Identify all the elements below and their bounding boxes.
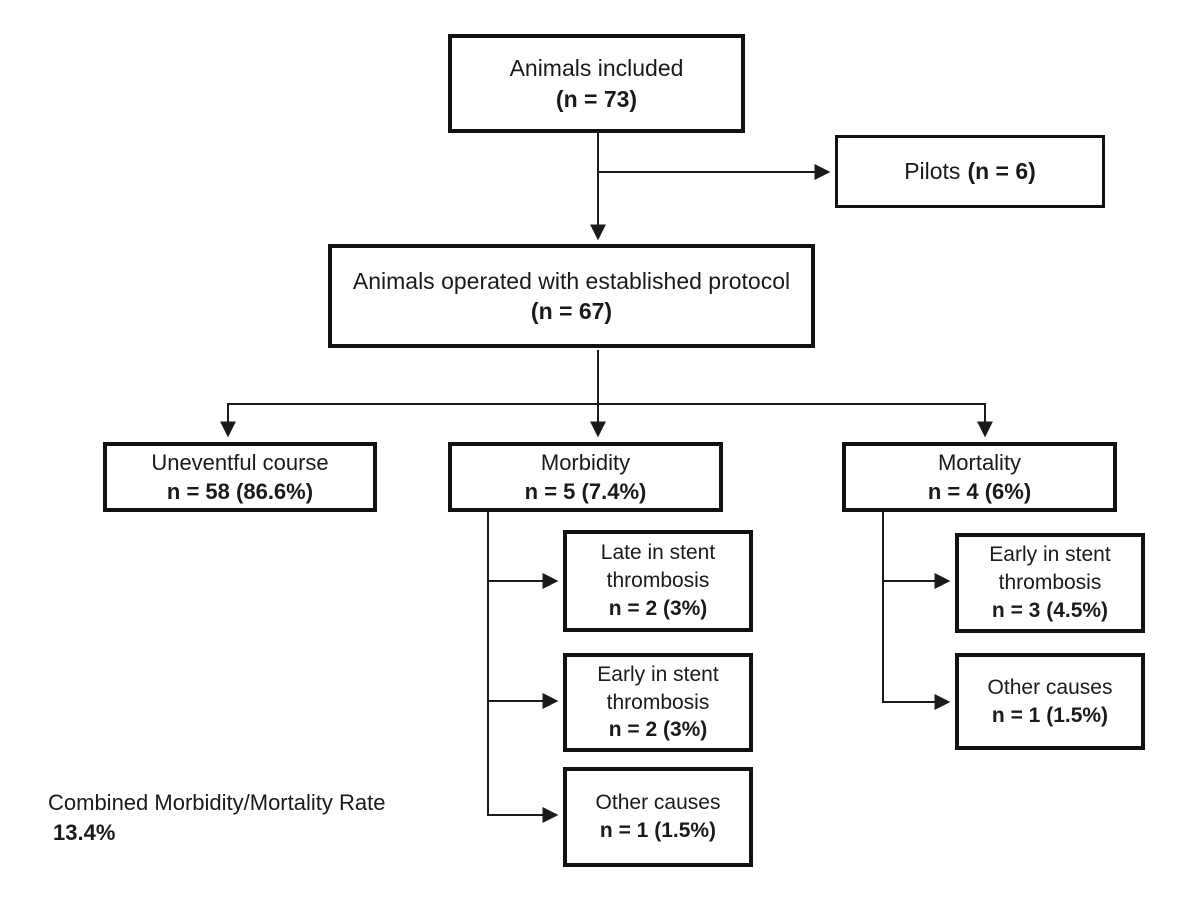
- node-label: Mortality: [937, 449, 1022, 475]
- combined-rate-value: 13.4%: [53, 820, 116, 846]
- node-count: n = 3 (4.5%): [991, 598, 1109, 622]
- node-count: n = 2 (3%): [608, 718, 708, 742]
- node-label: Other causes: [987, 675, 1113, 699]
- node-count: n = 5 (7.4%): [524, 479, 647, 504]
- node-count: n = 1 (1.5%): [991, 703, 1109, 727]
- node-label: Late in stent thrombosis: [600, 541, 716, 593]
- node-label: Pilots: [904, 158, 961, 185]
- node-label: Uneventful course: [151, 449, 329, 475]
- node-count: (n = 67): [530, 298, 613, 324]
- node-count: (n = 73): [555, 85, 638, 112]
- combined-rate-label: Combined Morbidity/Mortality Rate: [48, 790, 386, 815]
- node-morbidity: Morbidity n = 5 (7.4%): [448, 442, 723, 512]
- node-label: Morbidity: [540, 449, 631, 475]
- node-label: Other causes: [595, 791, 721, 815]
- node-mortality-early-stent-thrombosis: Early in stent thrombosis n = 3 (4.5%): [955, 533, 1145, 633]
- node-animals-included: Animals included (n = 73): [448, 34, 745, 133]
- node-pilots: Pilots (n = 6): [835, 135, 1105, 208]
- node-label: Animals operated with established protoc…: [352, 267, 791, 294]
- node-morbidity-other-causes: Other causes n = 1 (1.5%): [563, 767, 753, 867]
- node-animals-operated-protocol: Animals operated with established protoc…: [328, 244, 815, 348]
- node-mortality-other-causes: Other causes n = 1 (1.5%): [955, 653, 1145, 750]
- node-mortality: Mortality n = 4 (6%): [842, 442, 1117, 512]
- node-count: n = 1 (1.5%): [599, 819, 717, 842]
- node-label: Early in stent thrombosis: [597, 662, 719, 714]
- node-label: Early in stent thrombosis: [989, 543, 1111, 595]
- node-count: n = 2 (3%): [608, 596, 708, 620]
- node-label: Animals included: [509, 55, 684, 82]
- node-morbidity-late-stent-thrombosis: Late in stent thrombosis n = 2 (3%): [563, 530, 753, 632]
- node-count: (n = 6): [967, 158, 1036, 185]
- node-count: n = 4 (6%): [927, 479, 1032, 504]
- node-morbidity-early-stent-thrombosis: Early in stent thrombosis n = 2 (3%): [563, 653, 753, 752]
- node-uneventful-course: Uneventful course n = 58 (86.6%): [103, 442, 377, 512]
- combined-rate-note: Combined Morbidity/Mortality Rate 13.4%: [48, 788, 385, 849]
- node-count: n = 58 (86.6%): [166, 479, 314, 504]
